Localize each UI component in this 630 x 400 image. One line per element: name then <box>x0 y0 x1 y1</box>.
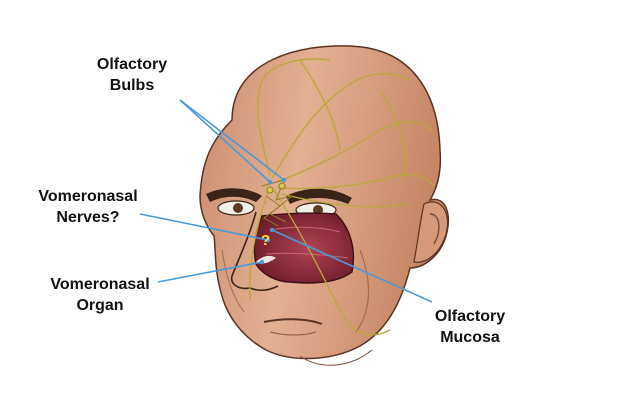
olfactory-bulb-cluster <box>261 179 293 227</box>
pointer-vomeronasal-nerves <box>139 213 269 241</box>
label-vomeronasal-nerves-line2: Nerves? <box>56 209 120 226</box>
label-olfactory-bulbs: Olfactory Bulbs <box>80 54 184 96</box>
label-vomeronasal-nerves: Vomeronasal Nerves? <box>28 186 148 228</box>
ear-shape <box>413 201 449 263</box>
label-vomeronasal-organ-line1: Vomeronasal <box>50 276 150 293</box>
pointer-olfactory-mucosa <box>271 229 433 303</box>
label-vomeronasal-organ-line2: Organ <box>76 297 124 314</box>
label-olfactory-mucosa-line2: Mucosa <box>440 329 500 346</box>
nose-outline <box>230 211 279 291</box>
label-olfactory-bulbs-line2: Bulbs <box>109 77 155 94</box>
label-olfactory-mucosa: Olfactory Mucosa <box>420 306 520 348</box>
left-eyebrow <box>206 188 262 202</box>
label-olfactory-mucosa-line1: Olfactory <box>434 308 506 325</box>
right-eyebrow <box>286 188 352 204</box>
nerve-network <box>249 58 435 336</box>
mouth <box>263 318 323 325</box>
label-vomeronasal-organ: Vomeronasal Organ <box>38 274 162 316</box>
label-vomeronasal-nerves-line1: Vomeronasal <box>38 188 138 205</box>
label-olfactory-bulbs-line1: Olfactory <box>96 56 168 73</box>
question-mark-label: ? <box>261 232 271 249</box>
pointer-vomeronasal-organ <box>157 261 263 283</box>
pointer-lines <box>139 99 433 303</box>
pointer-olfactory-bulbs-b <box>179 99 285 181</box>
pointer-olfactory-bulbs-a <box>179 99 271 183</box>
